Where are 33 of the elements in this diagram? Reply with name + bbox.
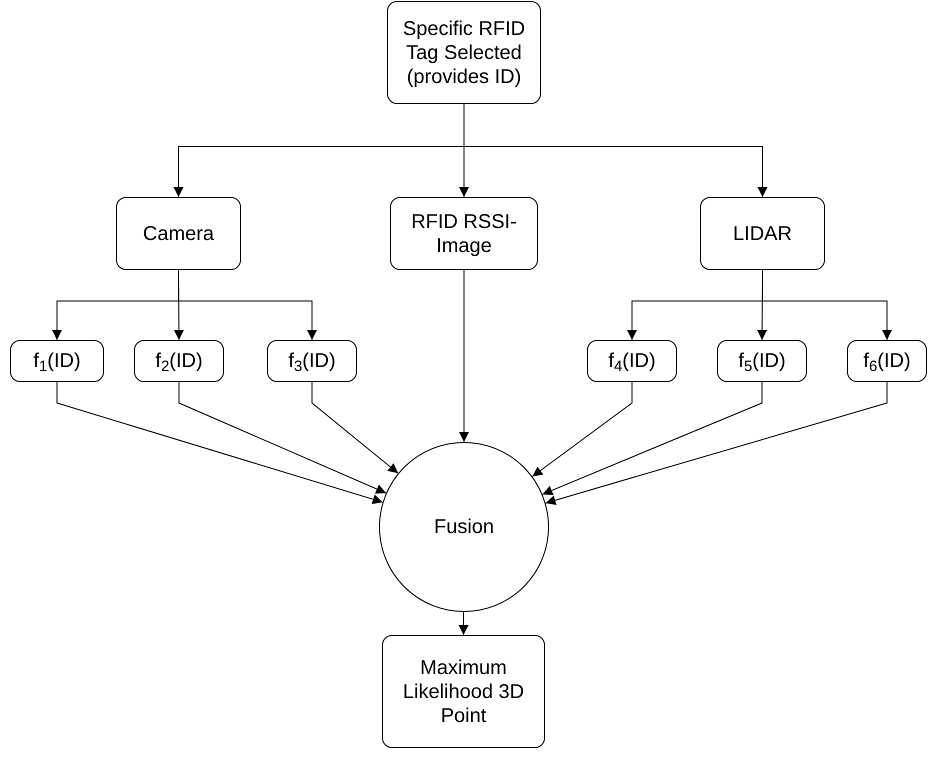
process-box — [267, 340, 357, 382]
process-box — [390, 197, 538, 270]
arrow — [178, 382, 387, 494]
arrow — [312, 382, 399, 474]
arrow — [458, 612, 469, 636]
node-label: f$_{1}$(ID) — [32, 349, 82, 373]
arrow — [532, 382, 632, 478]
node-label: LIDAR — [732, 222, 793, 246]
arrow — [762, 270, 892, 340]
process-box — [847, 340, 927, 382]
arrow — [545, 382, 888, 506]
arrow — [542, 382, 762, 496]
process-box — [116, 197, 241, 270]
arrow — [459, 270, 469, 442]
process-box — [382, 635, 545, 748]
node-label: Specific RFID Tag Selected (provides ID) — [402, 16, 526, 88]
arrow — [56, 382, 384, 504]
process-box — [134, 340, 224, 382]
node-label: f$_{5}$(ID) — [737, 349, 787, 373]
process-box — [10, 340, 104, 382]
process-box — [387, 1, 541, 104]
node-label: Fusion — [432, 515, 496, 539]
arrow — [178, 270, 317, 340]
process-box — [717, 340, 807, 382]
node-label: f$_{6}$(ID) — [862, 349, 912, 373]
node-label: Camera — [142, 222, 216, 246]
node-label: f$_{4}$(ID) — [607, 349, 657, 373]
process-box — [587, 340, 677, 382]
node-label: Maximum Likelihood 3D Point — [402, 656, 526, 728]
node-label: f$_{2}$(ID) — [154, 349, 204, 373]
process-box — [700, 197, 825, 270]
node-label: RFID RSSI-Image — [410, 210, 518, 258]
node-label: f$_{3}$(ID) — [287, 349, 337, 373]
